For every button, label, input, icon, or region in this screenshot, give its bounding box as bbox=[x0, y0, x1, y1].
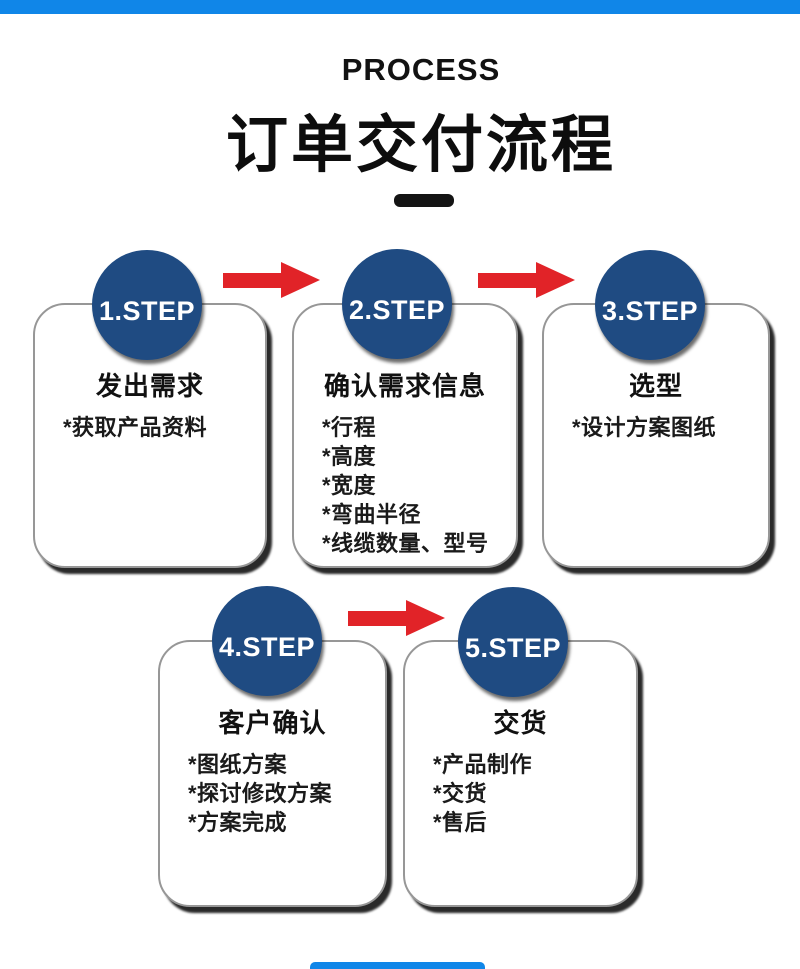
list-item: *设计方案图纸 bbox=[572, 415, 717, 440]
arrow-shaft bbox=[348, 610, 406, 626]
step-badge-3: 3.STEP bbox=[595, 250, 705, 360]
page-title: 订单交付流程 bbox=[225, 111, 616, 180]
step-4-title: 客户确认 bbox=[218, 708, 327, 738]
arrow-shaft bbox=[223, 272, 281, 288]
list-item: *高度 bbox=[322, 444, 377, 469]
bottom-accent-bar bbox=[310, 962, 485, 969]
step-card-1: 发出需求 *获取产品资料 bbox=[33, 303, 267, 568]
list-item: *售后 bbox=[433, 810, 488, 835]
list-item: *行程 bbox=[322, 415, 377, 440]
title-divider-dash bbox=[394, 194, 454, 207]
list-item: *方案完成 bbox=[188, 810, 288, 835]
top-accent-bar bbox=[0, 0, 800, 14]
arrow-head bbox=[406, 600, 445, 636]
arrow-head bbox=[536, 262, 575, 298]
step-badge-1: 1.STEP bbox=[92, 250, 202, 360]
arrow-right-icon bbox=[223, 262, 320, 298]
step-1-title: 发出需求 bbox=[95, 371, 204, 401]
arrow-right-icon bbox=[348, 600, 445, 636]
list-item: *弯曲半径 bbox=[322, 502, 422, 527]
step-card-4: 客户确认 *图纸方案 *探讨修改方案 *方案完成 bbox=[158, 640, 387, 907]
step-2-title: 确认需求信息 bbox=[323, 371, 486, 401]
step-badge-4: 4.STEP bbox=[212, 586, 322, 696]
step-4-items: *图纸方案 *探讨修改方案 *方案完成 bbox=[160, 750, 385, 837]
list-item: *交货 bbox=[433, 781, 488, 806]
list-item: *产品制作 bbox=[433, 752, 533, 777]
step-badge-5: 5.STEP bbox=[458, 587, 568, 697]
list-item: *图纸方案 bbox=[188, 752, 288, 777]
step-5-items: *产品制作 *交货 *售后 bbox=[405, 750, 636, 837]
list-item: *线缆数量、型号 bbox=[322, 531, 489, 556]
step-badge-2: 2.STEP bbox=[342, 249, 452, 359]
step-3-items: *设计方案图纸 bbox=[544, 413, 768, 442]
list-item: *获取产品资料 bbox=[63, 415, 208, 440]
section-eyebrow: PROCESS bbox=[341, 52, 501, 87]
step-2-items: *行程 *高度 *宽度 *弯曲半径 *线缆数量、型号 bbox=[294, 413, 516, 558]
step-1-items: *获取产品资料 bbox=[35, 413, 265, 442]
arrow-shaft bbox=[478, 272, 536, 288]
step-5-title: 交货 bbox=[493, 708, 548, 738]
list-item: *探讨修改方案 bbox=[188, 781, 333, 806]
step-3-title: 选型 bbox=[628, 371, 683, 401]
list-item: *宽度 bbox=[322, 473, 377, 498]
arrow-head bbox=[281, 262, 320, 298]
arrow-right-icon bbox=[478, 262, 575, 298]
